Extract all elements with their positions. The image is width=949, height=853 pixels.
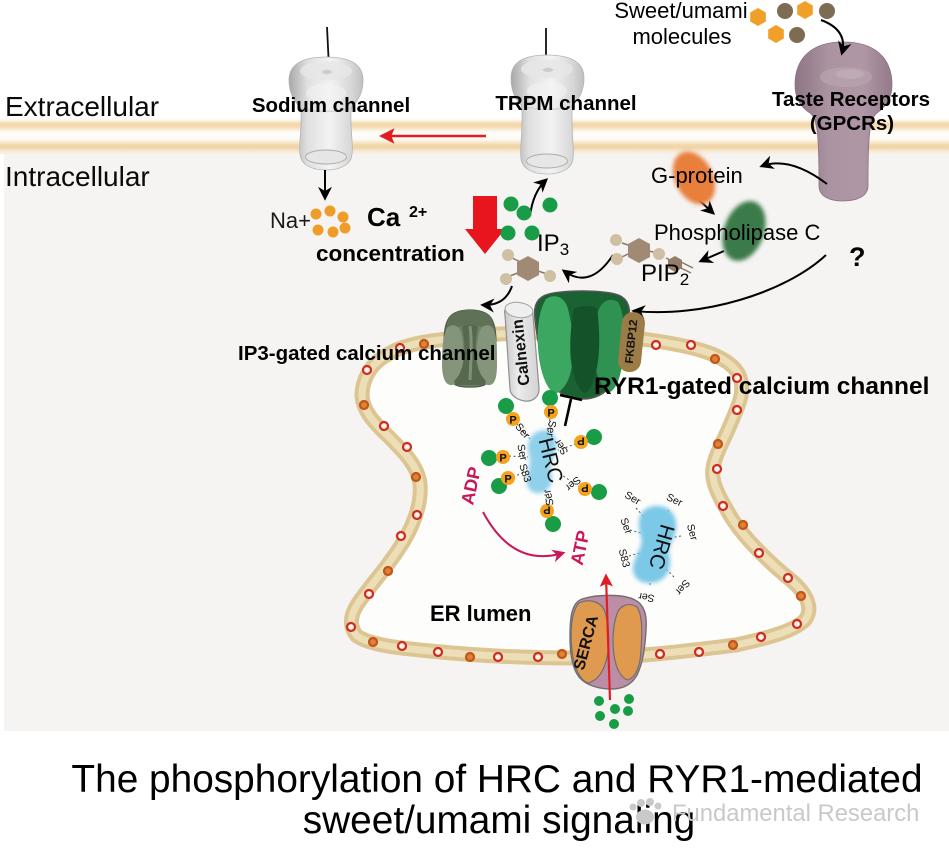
svg-text:Intracellular: Intracellular <box>5 161 150 192</box>
svg-text:Calnexin: Calnexin <box>510 318 534 386</box>
svg-text:sweet/umami signaling: sweet/umami signaling <box>303 799 695 842</box>
svg-text:Extracellular: Extracellular <box>5 91 159 122</box>
svg-text:Phospholipase C: Phospholipase C <box>654 220 820 245</box>
svg-text:P: P <box>581 482 588 494</box>
svg-text:Ca: Ca <box>367 202 401 232</box>
svg-text:P: P <box>509 415 516 427</box>
svg-text:The phosphorylation of HRC and: The phosphorylation of HRC and RYR1-medi… <box>71 758 922 801</box>
svg-text:P: P <box>543 504 550 516</box>
svg-text:IP3-gated calcium channel: IP3-gated calcium channel <box>238 342 495 365</box>
svg-text:Ser: Ser <box>637 590 656 605</box>
svg-text:Sweet/umami: Sweet/umami <box>614 0 747 23</box>
svg-text:ER lumen: ER lumen <box>430 601 531 626</box>
svg-text:Sodium channel: Sodium channel <box>252 94 410 117</box>
svg-text:Ser: Ser <box>544 419 559 438</box>
svg-text:P: P <box>499 453 506 465</box>
svg-text:S83: S83 <box>616 548 632 569</box>
svg-text:Na+: Na+ <box>270 208 311 233</box>
svg-text:P: P <box>504 474 511 486</box>
svg-text:TRPM channel: TRPM channel <box>495 92 636 115</box>
svg-text:P: P <box>577 435 584 447</box>
svg-text:G-protein: G-protein <box>651 163 743 188</box>
svg-text:Ser: Ser <box>617 516 634 536</box>
svg-text:(GPCRs): (GPCRs) <box>810 112 894 135</box>
svg-text:?: ? <box>849 242 866 272</box>
svg-text:S83: S83 <box>516 462 533 484</box>
svg-text:Ser: Ser <box>541 488 556 507</box>
svg-text:Taste Receptors: Taste Receptors <box>772 88 930 111</box>
svg-text:FKBP12: FKBP12 <box>624 319 641 364</box>
svg-text:Ser: Ser <box>514 443 529 462</box>
svg-text:P: P <box>547 408 554 420</box>
svg-text:RYR1-gated calcium channel: RYR1-gated calcium channel <box>594 373 929 400</box>
svg-text:Fundamental Research: Fundamental Research <box>672 800 919 827</box>
svg-text:2+: 2+ <box>409 204 427 221</box>
svg-text:concentration: concentration <box>316 241 465 266</box>
svg-text:molecules: molecules <box>632 24 731 49</box>
svg-text:Ser: Ser <box>684 523 700 542</box>
